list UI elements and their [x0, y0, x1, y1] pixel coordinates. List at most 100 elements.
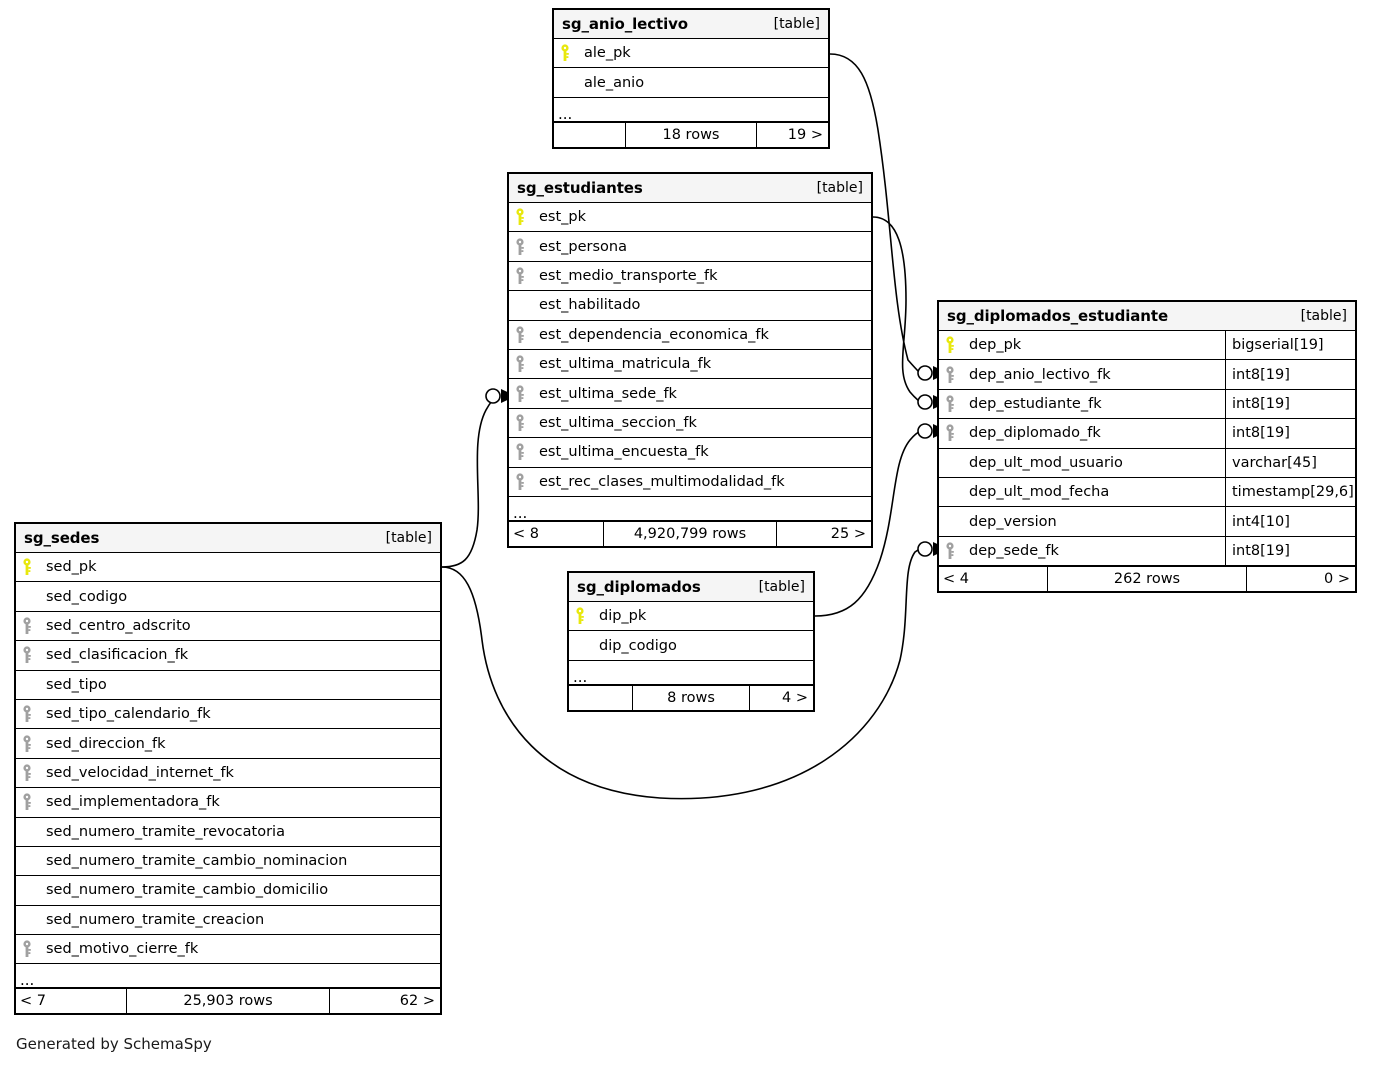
footer-child-count[interactable]: 62 >	[399, 993, 435, 1010]
column-row[interactable]: est_ultima_matricula_fk	[509, 349, 871, 380]
footer-parent-count[interactable]	[569, 686, 632, 710]
column-row[interactable]: ale_anio	[554, 68, 828, 98]
table-title: sg_diplomados	[577, 578, 701, 596]
generated-by-credit: Generated by SchemaSpy	[16, 1035, 212, 1053]
column-row[interactable]: est_ultima_seccion_fk	[509, 408, 871, 439]
column-type: varchar[45]	[1225, 448, 1355, 477]
column-row[interactable]: est_rec_clases_multimodalidad_fk	[509, 467, 871, 497]
footer-child-count[interactable]: 19 >	[787, 126, 823, 143]
footer-parent-count[interactable]: < 8	[513, 525, 539, 542]
key-slot-empty	[554, 68, 576, 96]
column-row[interactable]: sed_numero_tramite_creacion	[16, 905, 440, 936]
column-name: sed_motivo_cierre_fk	[46, 941, 199, 958]
column-name: est_ultima_encuesta_fk	[539, 444, 709, 461]
key-slot-empty	[16, 582, 38, 610]
column-name: sed_velocidad_internet_fk	[46, 764, 234, 781]
column-row[interactable]: sed_numero_tramite_cambio_domicilio	[16, 876, 440, 906]
column-name: sed_clasificacion_fk	[46, 647, 189, 664]
column-name: dep_ult_mod_fecha	[969, 484, 1110, 501]
column-row[interactable]: sed_codigo	[16, 582, 440, 612]
footer-parent-count[interactable]: < 4	[943, 571, 969, 588]
column-type: bigserial[19]	[1225, 331, 1355, 360]
foreign-key-icon	[16, 935, 38, 963]
table-type-tag: [table]	[773, 16, 820, 32]
column-row[interactable]: sed_clasificacion_fk	[16, 641, 440, 671]
footer-child-count[interactable]: 0 >	[1324, 571, 1350, 588]
column-name: sed_tipo_calendario_fk	[46, 706, 211, 723]
edge-estudiantes-to-dep-estudiante	[872, 216, 921, 403]
foreign-key-icon	[16, 729, 38, 757]
column-row[interactable]: est_habilitado	[509, 291, 871, 321]
foreign-key-icon	[16, 612, 38, 640]
footer-child-count[interactable]: 25 >	[830, 525, 866, 542]
column-name: sed_numero_tramite_cambio_domicilio	[46, 882, 329, 899]
footer-child-count[interactable]: 4 >	[782, 689, 808, 706]
column-row[interactable]: dep_ult_mod_usuario varchar[45]	[939, 448, 1355, 478]
column-row[interactable]: dep_pk bigserial[19]	[939, 331, 1355, 361]
primary-key-icon	[569, 602, 591, 630]
column-row[interactable]: sed_motivo_cierre_fk	[16, 935, 440, 965]
column-name: sed_numero_tramite_revocatoria	[46, 823, 285, 840]
column-row[interactable]: est_ultima_encuesta_fk	[509, 438, 871, 468]
key-slot-empty	[569, 631, 591, 659]
column-name: dep_pk	[969, 337, 1022, 354]
column-name: sed_tipo	[46, 676, 107, 693]
column-row[interactable]: dip_codigo	[569, 631, 813, 661]
table-title: sg_sedes	[24, 529, 100, 547]
column-row[interactable]: est_medio_transporte_fk	[509, 261, 871, 292]
table-header-sg_estudiantes: sg_estudiantes[table]	[509, 174, 871, 203]
column-row[interactable]: dep_ult_mod_fecha timestamp[29,6]	[939, 477, 1355, 508]
column-row[interactable]: sed_centro_adscrito	[16, 611, 440, 642]
table-type-tag: [table]	[816, 180, 863, 196]
column-row[interactable]: sed_numero_tramite_revocatoria	[16, 817, 440, 847]
column-row[interactable]: ale_pk	[554, 39, 828, 69]
table-header-sg_sedes: sg_sedes[table]	[16, 524, 440, 553]
column-name: dep_ult_mod_usuario	[969, 454, 1123, 471]
column-name: dep_diplomado_fk	[969, 425, 1101, 442]
column-row[interactable]: est_persona	[509, 232, 871, 262]
column-row[interactable]: sed_velocidad_internet_fk	[16, 758, 440, 789]
foreign-key-icon	[509, 350, 531, 378]
table-footer-sg_sedes: < 7 25,903 rows 62 >	[16, 988, 440, 1014]
column-row[interactable]: sed_tipo_calendario_fk	[16, 699, 440, 730]
column-row[interactable]: dip_pk	[569, 602, 813, 632]
foreign-key-icon	[509, 409, 531, 437]
column-row[interactable]: sed_numero_tramite_cambio_nominacion	[16, 846, 440, 877]
column-type: timestamp[29,6]	[1225, 477, 1355, 507]
foreign-key-icon	[16, 641, 38, 669]
table-header-sg_anio_lectivo: sg_anio_lectivo[table]	[554, 10, 828, 39]
column-row[interactable]: sed_pk	[16, 553, 440, 583]
table-type-tag: [table]	[758, 579, 805, 595]
column-row[interactable]: est_pk	[509, 203, 871, 233]
column-type: int8[19]	[1225, 389, 1355, 419]
footer-row-count: 25,903 rows	[126, 989, 330, 1014]
column-name: est_habilitado	[539, 297, 641, 314]
foreign-key-icon	[16, 700, 38, 728]
column-row[interactable]: est_dependencia_economica_fk	[509, 320, 871, 350]
column-row[interactable]: sed_implementadora_fk	[16, 788, 440, 818]
column-name: est_pk	[539, 209, 587, 226]
column-name: est_medio_transporte_fk	[539, 267, 718, 284]
key-slot-empty	[509, 291, 531, 319]
column-row[interactable]: est_ultima_sede_fk	[509, 379, 871, 409]
key-slot-empty	[939, 449, 961, 477]
primary-key-icon	[509, 203, 531, 231]
column-row[interactable]: sed_direccion_fk	[16, 729, 440, 759]
footer-parent-count[interactable]	[554, 123, 625, 147]
footer-parent-count[interactable]: < 7	[20, 993, 46, 1010]
key-slot-empty	[16, 847, 38, 875]
column-row[interactable]: sed_tipo	[16, 670, 440, 700]
foreign-key-icon	[16, 788, 38, 816]
